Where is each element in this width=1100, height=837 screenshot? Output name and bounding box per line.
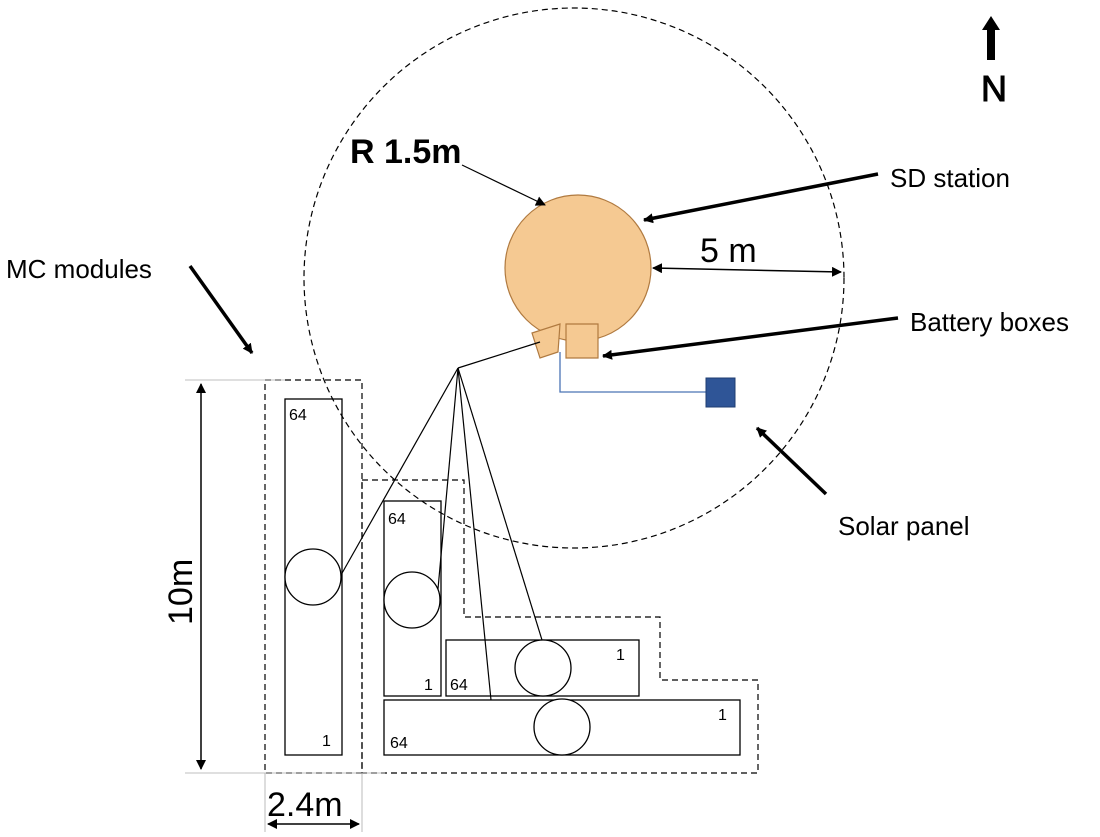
upper-horizontal-left-num: 64	[450, 677, 468, 694]
pmt-upper-horizontal	[514, 639, 572, 697]
solar-panel-label: Solar panel	[838, 511, 970, 541]
north-label: N	[981, 68, 1007, 109]
mid-vertical-bottom-num: 1	[424, 677, 433, 694]
radius-pointer	[461, 164, 546, 206]
battery-boxes-arrow	[602, 316, 899, 360]
north-arrow-icon	[982, 16, 1000, 60]
distance-5m-arrow	[652, 263, 842, 277]
solar-panel-arrow	[755, 426, 828, 496]
battery-boxes-label: Battery boxes	[910, 307, 1069, 337]
pmt-left	[284, 548, 342, 606]
distance-5m-label: 5 m	[700, 232, 757, 270]
mid-vertical-top-num: 64	[388, 511, 406, 528]
length-10m-label: 10m	[162, 559, 200, 625]
sd-station-label: SD station	[890, 163, 1010, 193]
fan-cables	[340, 341, 543, 701]
width-2-4m-label: 2.4m	[267, 786, 343, 824]
exclusion-radius-circle	[303, 7, 845, 549]
sd-station-tank	[504, 194, 652, 359]
pmt-lower-horizontal	[533, 698, 591, 756]
left-vertical-bottom-num: 1	[322, 733, 331, 750]
solar-cable	[559, 352, 706, 393]
pmt-mid	[383, 571, 441, 629]
left-vertical-top-num: 64	[289, 407, 307, 424]
mc-modules-label: MC modules	[6, 254, 152, 284]
solar-panel-box	[705, 377, 736, 408]
lower-horizontal-left-num: 64	[390, 735, 408, 752]
radius-label: R 1.5m	[350, 133, 462, 171]
sd-station-arrow	[643, 172, 879, 224]
upper-horizontal-right-num: 1	[616, 647, 625, 664]
mc-modules-outline-right	[361, 479, 759, 774]
mc-modules-arrow	[188, 264, 254, 355]
lower-horizontal-right-num: 1	[718, 707, 727, 724]
